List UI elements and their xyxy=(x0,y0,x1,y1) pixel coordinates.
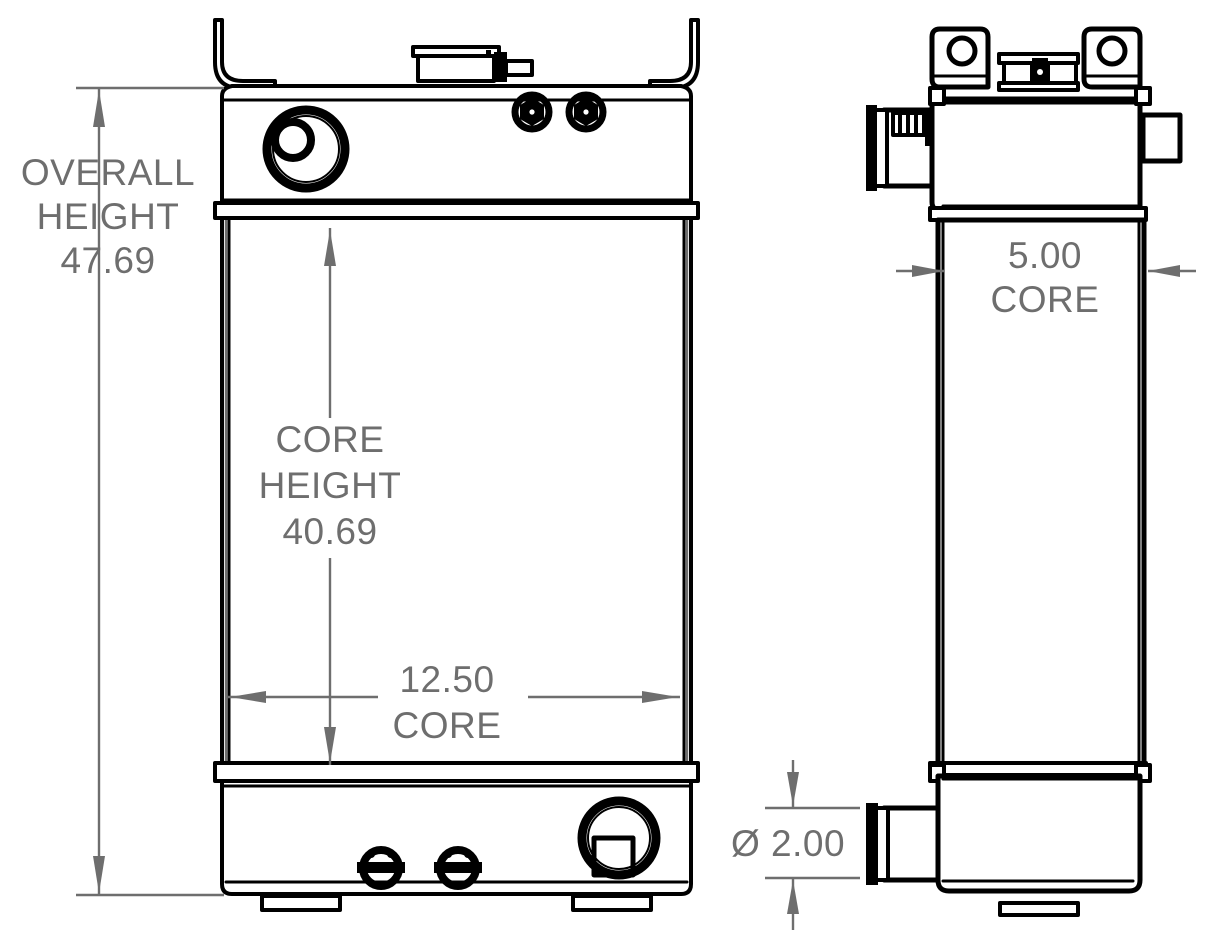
front-view xyxy=(213,18,700,912)
dimension-overall-height: OVERALL HEIGHT 47.69 xyxy=(21,86,224,897)
core-width-label: CORE xyxy=(393,705,502,746)
center-fitting xyxy=(997,52,1080,92)
dimension-outlet-diameter: Ø 2.00 xyxy=(731,760,860,930)
side-top-tank xyxy=(928,86,1152,222)
top-mounted-component xyxy=(411,45,534,83)
core-width-text-mask xyxy=(378,660,528,735)
outlet-diameter-value: Ø 2.00 xyxy=(731,823,845,864)
mounting-foot-left xyxy=(260,894,342,912)
overall-height-line-2: HEIGHT xyxy=(37,196,180,237)
drain-plug-right xyxy=(434,846,482,890)
bottom-outlet-port xyxy=(577,796,661,880)
hex-fitting-left xyxy=(511,91,553,133)
core-height-label-1: CORE xyxy=(276,419,385,460)
core-height-label-3: 40.69 xyxy=(282,511,377,552)
dimension-core-width-labels: 12.50 CORE xyxy=(393,659,502,746)
side-core xyxy=(935,217,1147,768)
core-width-value: 12.50 xyxy=(399,659,494,700)
top-tank xyxy=(213,84,700,220)
mounting-foot-right xyxy=(571,894,653,912)
overall-height-value: 47.69 xyxy=(60,240,155,281)
side-view xyxy=(866,26,1183,917)
filler-neck-port xyxy=(262,105,350,193)
outlet-hose-neck xyxy=(866,803,941,885)
inlet-hose-neck xyxy=(866,105,935,191)
bracket-tab-left xyxy=(929,26,991,90)
hex-fitting-right xyxy=(565,91,607,133)
mounting-bracket-left xyxy=(213,18,277,90)
core-height-text-mask xyxy=(258,418,404,558)
mounting-bracket-right xyxy=(648,18,700,90)
overall-height-line-1: OVERALL xyxy=(21,152,195,193)
side-bottom-tank xyxy=(928,761,1152,917)
bracket-tab-right xyxy=(1081,26,1143,90)
side-port-right xyxy=(1137,112,1183,164)
core-depth-value: 5.00 xyxy=(1008,235,1082,276)
dimension-core-depth: 5.00 CORE xyxy=(896,235,1196,320)
dimension-core-height-labels: CORE HEIGHT 40.69 xyxy=(259,419,402,552)
core-height-label-2: HEIGHT xyxy=(259,465,402,506)
drain-plug-left xyxy=(357,846,405,890)
core-depth-label: CORE xyxy=(991,279,1100,320)
